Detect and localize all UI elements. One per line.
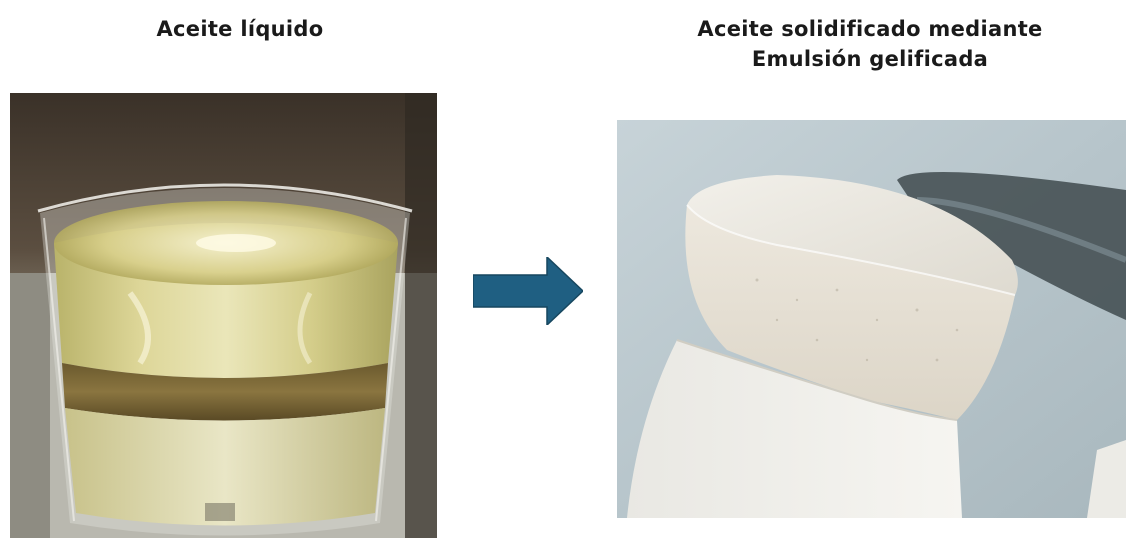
- arrow-right-icon: [473, 257, 583, 325]
- gelled-emulsion-illustration: [617, 120, 1126, 518]
- solidified-oil-caption-line-1: Aceite solidificado mediante: [697, 17, 1043, 41]
- liquid-oil-caption-text: Aceite líquido: [156, 17, 324, 41]
- liquid-oil-photo: [10, 93, 437, 538]
- solidified-oil-caption: Aceite solidificado mediante Emulsión ge…: [640, 14, 1100, 74]
- solidified-oil-caption-line-2: Emulsión gelificada: [751, 47, 989, 71]
- liquid-oil-caption: Aceite líquido: [90, 14, 390, 44]
- solidified-oil-photo: [617, 120, 1126, 518]
- liquid-oil-glass-illustration: [10, 93, 437, 538]
